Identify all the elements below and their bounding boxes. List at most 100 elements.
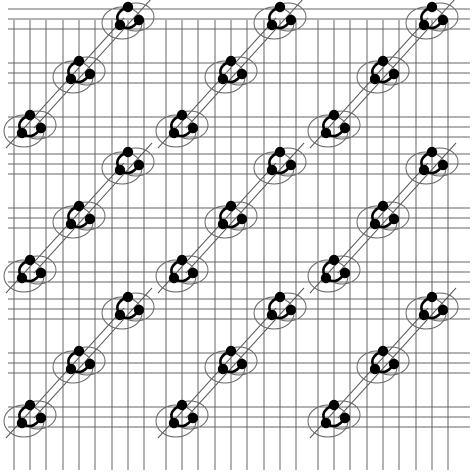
- site-node: [266, 309, 278, 321]
- site-node: [122, 146, 134, 158]
- site-node: [426, 1, 438, 13]
- diagonal-connector: [157, 307, 277, 439]
- site-node: [65, 363, 77, 375]
- lattice-site: [65, 200, 96, 230]
- site-node: [388, 68, 400, 80]
- diagonal-connector: [5, 162, 125, 294]
- site-node: [176, 399, 188, 411]
- site-node: [328, 254, 340, 266]
- site-node: [73, 345, 85, 357]
- site-node: [217, 73, 229, 85]
- lattice-site: [168, 254, 199, 284]
- diagonal-connectors: [5, 0, 457, 439]
- site-node: [285, 304, 297, 316]
- site-node: [369, 218, 381, 230]
- site-node: [16, 417, 28, 429]
- site-node: [225, 55, 237, 67]
- site-node: [133, 14, 145, 26]
- lattice-site: [217, 200, 248, 230]
- diagonal-connector: [309, 307, 429, 439]
- site-node: [114, 19, 126, 31]
- site-node: [35, 412, 47, 424]
- site-node: [84, 68, 96, 80]
- site-node: [328, 399, 340, 411]
- site-node: [426, 146, 438, 158]
- site-node: [133, 304, 145, 316]
- lattice-site: [369, 200, 400, 230]
- diagonal-connector: [185, 287, 305, 419]
- diagonal-connector: [185, 142, 305, 274]
- site-node: [168, 417, 180, 429]
- lattice-site: [369, 55, 400, 85]
- site-node: [225, 200, 237, 212]
- lattice-site: [320, 399, 351, 429]
- lattice-site: [369, 345, 400, 375]
- site-node: [339, 412, 351, 424]
- site-node: [65, 73, 77, 85]
- site-node: [274, 1, 286, 13]
- site-node: [236, 358, 248, 370]
- site-node: [73, 55, 85, 67]
- lattice-site: [418, 146, 449, 176]
- site-node: [16, 272, 28, 284]
- site-node: [437, 14, 449, 26]
- site-node: [369, 73, 381, 85]
- lattice-site: [320, 254, 351, 284]
- site-node: [274, 146, 286, 158]
- diagonal-connector: [5, 17, 125, 149]
- site-node: [369, 363, 381, 375]
- lattice-site: [418, 1, 449, 31]
- lattice-site: [217, 55, 248, 85]
- site-node: [320, 272, 332, 284]
- site-node: [320, 127, 332, 139]
- site-node: [65, 218, 77, 230]
- site-node: [187, 412, 199, 424]
- site-node: [320, 417, 332, 429]
- site-node: [339, 122, 351, 134]
- diagonal-connector: [309, 17, 429, 149]
- lattice-site: [114, 291, 145, 321]
- lattice-site: [217, 345, 248, 375]
- site-node: [388, 213, 400, 225]
- lattice-site: [266, 291, 297, 321]
- site-node: [236, 68, 248, 80]
- site-node: [274, 291, 286, 303]
- lattice-site: [16, 399, 47, 429]
- site-node: [84, 213, 96, 225]
- lattice-site: [418, 291, 449, 321]
- site-node: [176, 109, 188, 121]
- lattice-site: [266, 146, 297, 176]
- site-node: [24, 399, 36, 411]
- site-node: [377, 200, 389, 212]
- diagonal-connector: [337, 142, 457, 274]
- site-node: [236, 213, 248, 225]
- site-node: [217, 363, 229, 375]
- diagonal-connector: [337, 287, 457, 419]
- site-node: [122, 1, 134, 13]
- diagonal-connector: [5, 307, 125, 439]
- site-node: [225, 345, 237, 357]
- lattice-site: [16, 254, 47, 284]
- site-node: [388, 358, 400, 370]
- diagonal-connector: [185, 0, 303, 129]
- lattice-site: [168, 109, 199, 139]
- lattice-site: [114, 1, 145, 31]
- site-node: [285, 159, 297, 171]
- site-node: [418, 19, 430, 31]
- site-node: [377, 345, 389, 357]
- site-node: [114, 309, 126, 321]
- site-node: [73, 200, 85, 212]
- site-node: [168, 127, 180, 139]
- site-node: [266, 164, 278, 176]
- diagonal-connector: [309, 162, 429, 294]
- diagonal-connector: [157, 162, 277, 294]
- site-node: [176, 254, 188, 266]
- site-node: [24, 109, 36, 121]
- site-node: [35, 122, 47, 134]
- site-node: [217, 218, 229, 230]
- site-node: [122, 291, 134, 303]
- site-node: [437, 304, 449, 316]
- site-node: [24, 254, 36, 266]
- site-node: [328, 109, 340, 121]
